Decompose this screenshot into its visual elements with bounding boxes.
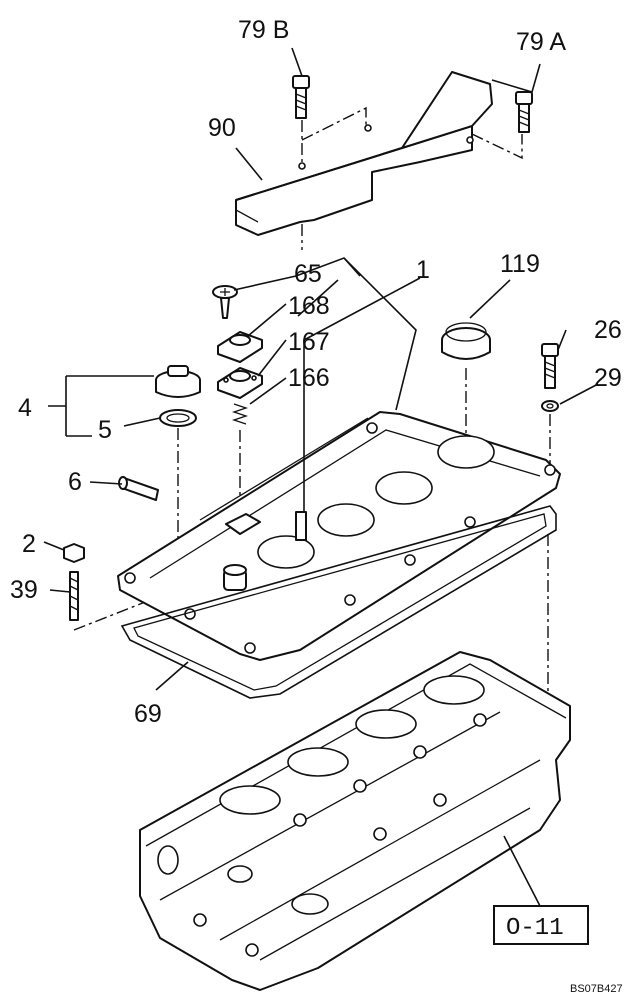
nut-2 <box>63 543 85 563</box>
seal-119 <box>441 322 491 360</box>
oil-cap-4 <box>155 365 201 398</box>
label-69: 69 <box>134 700 162 728</box>
leader-lines <box>43 47 599 907</box>
label-29: 29 <box>594 364 622 392</box>
grommet-168 <box>217 331 263 363</box>
head-cover-1 <box>117 411 561 661</box>
label-167: 167 <box>288 328 330 356</box>
label-79a: 79 A <box>516 28 566 56</box>
label-90: 90 <box>208 114 236 142</box>
label-79b: 79 B <box>238 16 289 44</box>
label-65: 65 <box>294 260 322 288</box>
label-39: 39 <box>10 576 38 604</box>
label-6: 6 <box>68 468 82 496</box>
washer-29 <box>541 400 559 412</box>
reference-box: O-11 <box>493 905 589 945</box>
label-166: 166 <box>288 364 330 392</box>
label-1: 1 <box>416 256 430 284</box>
cylinder-head <box>139 651 571 991</box>
spring-166 <box>231 403 249 425</box>
bolt-79b <box>292 75 310 119</box>
cover-plate-90 <box>235 71 493 236</box>
breather-6 <box>118 476 159 501</box>
label-119: 119 <box>500 250 540 278</box>
label-4: 4 <box>18 394 32 422</box>
bolt-79a <box>515 91 533 133</box>
grommet-167 <box>217 367 263 399</box>
screw-65 <box>212 285 238 319</box>
o-ring-5 <box>159 409 197 427</box>
bolt-26 <box>541 343 559 389</box>
label-2: 2 <box>22 530 36 558</box>
label-5: 5 <box>98 416 112 444</box>
drawing-code: BS07B427 <box>570 983 623 995</box>
label-168: 168 <box>288 292 330 320</box>
stud-39 <box>69 571 79 621</box>
gasket-69 <box>120 505 557 699</box>
reference-box-label: O-11 <box>506 915 564 942</box>
label-26: 26 <box>594 316 622 344</box>
